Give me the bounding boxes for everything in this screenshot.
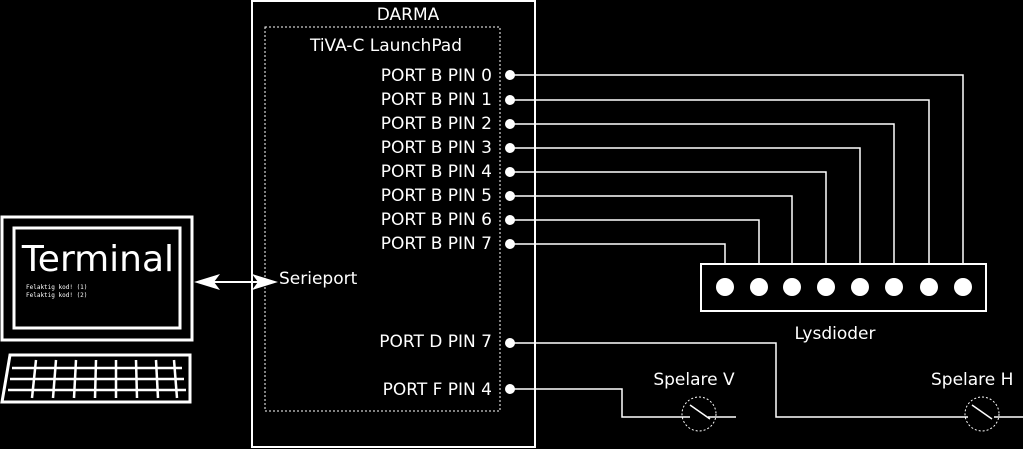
wire-player-h: [510, 342, 968, 418]
player-v-label: Spelare V: [653, 370, 735, 390]
switch-lever: [689, 404, 711, 420]
wire: [510, 99, 930, 264]
led: [954, 278, 972, 296]
leds-label: Lysdioder: [795, 324, 876, 344]
pin-label: PORT B PIN 5: [381, 186, 492, 206]
switch-player-v: [681, 396, 717, 432]
wire: [510, 147, 861, 264]
pin-d-label: PORT D PIN 7: [379, 332, 492, 352]
wire-player-v: [510, 388, 686, 418]
switch-outline: [964, 396, 1000, 432]
monitor-screen: [12, 226, 182, 330]
pin-label: PORT B PIN 6: [381, 210, 492, 230]
pin-label: PORT B PIN 1: [381, 90, 492, 110]
led: [920, 278, 938, 296]
terminal-line: Felaktig kod! (1): [26, 284, 87, 291]
switch-lever: [971, 404, 993, 420]
led: [851, 278, 869, 296]
terminal-line: Felaktig kod! (2): [26, 292, 87, 299]
player-wires: [510, 342, 1023, 418]
pin-label: PORT B PIN 7: [381, 234, 492, 254]
arrow-left-icon: [194, 274, 220, 290]
wire: [510, 74, 964, 264]
monitor-frame: [0, 215, 194, 342]
arrow-right-icon: [252, 274, 278, 290]
pin-label: PORT B PIN 3: [381, 138, 492, 158]
keyboard-keys: [8, 359, 186, 399]
pin-label: PORT B PIN 0: [381, 66, 492, 86]
led: [885, 278, 903, 296]
wire: [510, 195, 793, 264]
launchpad-title: TiVA-C LaunchPad: [309, 36, 462, 56]
port-b-pins: PORT B PIN 0 PORT B PIN 1 PORT B PIN 2 P…: [381, 66, 492, 254]
board-title: DARMA: [377, 5, 440, 25]
terminal-title: Terminal: [21, 239, 174, 280]
darma-board: [251, 0, 536, 448]
wire: [510, 171, 827, 264]
pin-dots: [505, 70, 515, 394]
terminal-computer: Terminal Felaktig kod! (1) Felaktig kod!…: [0, 215, 194, 404]
pin-label: PORT B PIN 2: [381, 114, 492, 134]
serial-label: Serieport: [279, 269, 358, 289]
serial-link: [194, 274, 278, 290]
led: [750, 278, 768, 296]
wire: [510, 243, 726, 264]
pin-f-label: PORT F PIN 4: [383, 380, 492, 400]
led: [716, 278, 734, 296]
leds: [716, 278, 972, 296]
wire: [510, 219, 760, 264]
keyboard: [0, 353, 192, 404]
led-bar: [700, 263, 987, 312]
player-h-label: Spelare H: [931, 370, 1013, 390]
switch-outline: [681, 396, 717, 432]
led: [783, 278, 801, 296]
launchpad-box: [264, 26, 501, 412]
wire: [510, 123, 895, 264]
pin-label: PORT B PIN 4: [381, 162, 492, 182]
switch-player-h: [964, 396, 1000, 432]
led-wires: [510, 74, 964, 264]
led: [817, 278, 835, 296]
